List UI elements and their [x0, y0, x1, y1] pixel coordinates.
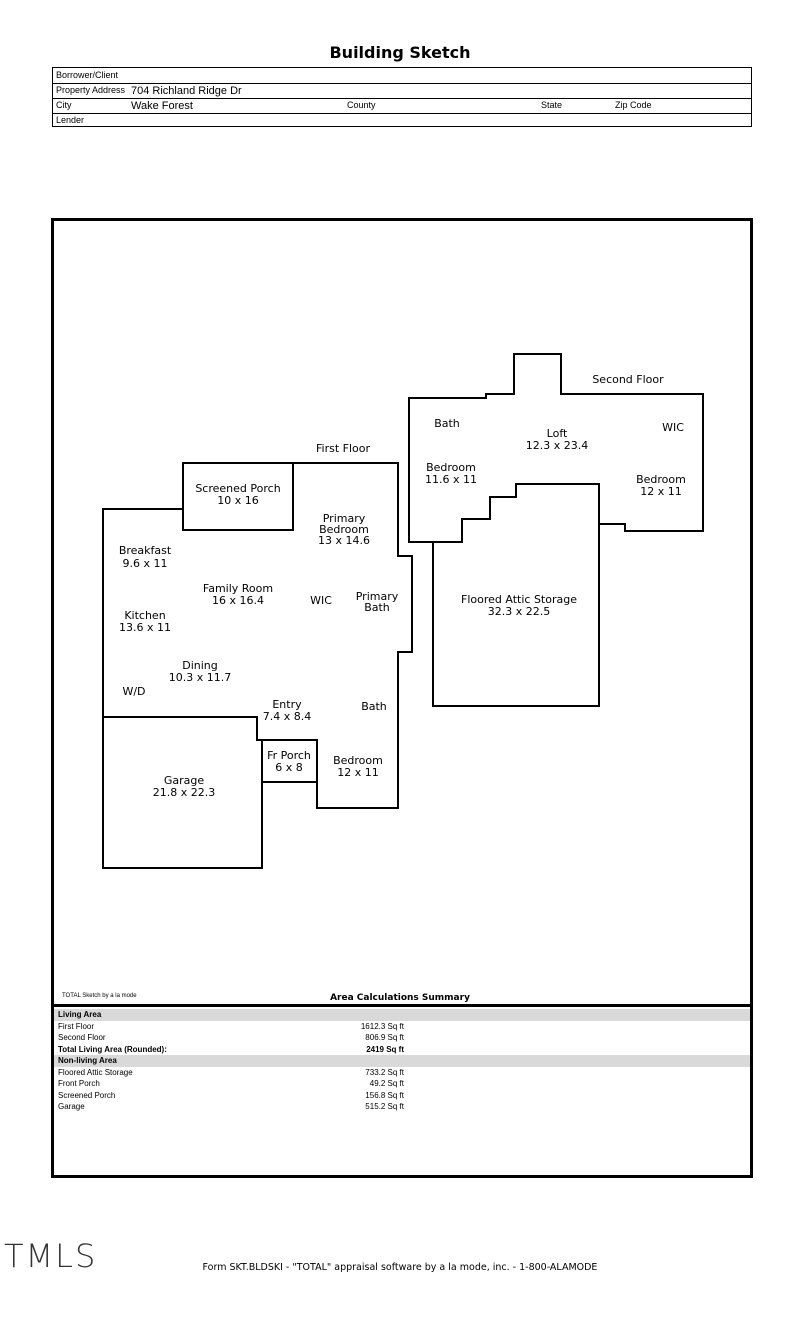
summary-label: Garage [58, 1102, 85, 1111]
summary-value: 733.2 Sq ft [365, 1067, 404, 1077]
room-name: Bath [361, 700, 387, 713]
second-floor-label: Second Floor [592, 373, 664, 386]
address-value: 704 Richland Ridge Dr [131, 85, 242, 97]
summary-label: Screened Porch [58, 1090, 116, 1100]
room-name: Primary [356, 590, 399, 603]
room-name: Screened Porch [195, 482, 280, 495]
room-name: Bath [434, 417, 460, 430]
first-floor-label: First Floor [316, 442, 370, 455]
room-dims: 7.4 x 8.4 [263, 710, 312, 723]
first-floor-outline [102, 462, 413, 869]
room-name: Bedroom [636, 473, 686, 486]
room-dims: 12 x 11 [640, 485, 682, 498]
city-label: City [56, 100, 72, 110]
address-label: Property Address [56, 85, 126, 95]
summary-row: Total Living Area (Rounded): 2419 Sq ft [54, 1044, 750, 1056]
lender-row: Lender [53, 113, 751, 128]
summary-label: Non-living Area [58, 1056, 117, 1065]
screened-porch-outline [182, 462, 294, 531]
summary-row: Non-living Area [54, 1055, 750, 1067]
room-dims: 13 x 14.6 [318, 534, 370, 547]
summary-row: Screened Porch 156.8 Sq ft [54, 1090, 750, 1102]
room-dims: 13.6 x 11 [119, 621, 171, 634]
summary-value: 1612.3 Sq ft [360, 1021, 404, 1031]
room-name: Dining [182, 659, 218, 672]
borrower-label: Borrower/Client [56, 70, 119, 80]
summary-value: 49.2 Sq ft [369, 1079, 404, 1088]
room-name: Bedroom [319, 523, 369, 536]
room-name: W/D [122, 685, 145, 698]
room-name: Bath [364, 601, 390, 614]
summary-value: 806.9 Sq ft [365, 1033, 404, 1042]
page-title: Building Sketch [329, 43, 471, 62]
room-name: Bedroom [333, 754, 383, 767]
room-name: Garage [164, 774, 205, 787]
room-name: Bedroom [426, 461, 476, 474]
room-name: WIC [310, 594, 332, 607]
attic-storage-outline [432, 524, 600, 707]
summary-label: Living Area [58, 1010, 102, 1019]
property-info-box: Borrower/Client Property Address 704 Ric… [52, 67, 752, 127]
zip-label: Zip Code [615, 100, 652, 110]
garage-outline [103, 716, 263, 868]
summary-row: Garage 515.2 Sq ft [54, 1101, 750, 1113]
room-dims: 10 x 16 [217, 494, 259, 507]
room-name: Family Room [203, 582, 273, 595]
room-dims: 12.3 x 23.4 [526, 439, 589, 452]
room-name: Floored Attic Storage [461, 593, 577, 606]
sketch-frame [51, 218, 753, 1178]
second-floor-outline [408, 353, 704, 543]
summary-divider [51, 1004, 753, 1007]
summary-label: Second Floor [58, 1033, 106, 1042]
summary-row: Floored Attic Storage 733.2 Sq ft [54, 1067, 750, 1079]
summary-row: First Floor 1612.3 Sq ft [54, 1021, 750, 1033]
form-footer: Form SKT.BLDSKI - "TOTAL" appraisal soft… [202, 1262, 598, 1273]
room-dims: 21.8 x 22.3 [153, 786, 216, 799]
room-dims: 16 x 16.4 [212, 594, 264, 607]
room-dims: 12 x 11 [337, 766, 379, 779]
summary-label: First Floor [58, 1021, 94, 1031]
summary-row: Second Floor 806.9 Sq ft [54, 1032, 750, 1044]
sketch-credit: TOTAL Sketch by a la mode [62, 993, 137, 999]
lender-label: Lender [56, 115, 85, 125]
room-name: Kitchen [124, 609, 165, 622]
room-dims: 6 x 8 [275, 761, 303, 774]
room-name: Entry [272, 698, 302, 711]
summary-value: 156.8 Sq ft [365, 1090, 404, 1100]
front-porch-outline [262, 739, 318, 782]
summary-value: 2419 Sq ft [366, 1044, 404, 1054]
summary-label: Floored Attic Storage [58, 1067, 133, 1077]
room-name: Loft [547, 427, 568, 440]
room-dims: 32.3 x 22.5 [488, 605, 551, 618]
room-name: Primary [323, 512, 366, 525]
city-value: Wake Forest [131, 100, 193, 112]
room-dims: 10.3 x 11.7 [169, 671, 232, 684]
summary-value: 515.2 Sq ft [365, 1102, 404, 1111]
address-row: Property Address 704 Richland Ridge Dr [53, 83, 751, 99]
county-label: County [347, 100, 376, 110]
tmls-logo: TMLS [4, 1237, 98, 1275]
borrower-row: Borrower/Client [53, 68, 751, 84]
summary-label: Total Living Area (Rounded): [58, 1044, 167, 1054]
summary-row: Front Porch 49.2 Sq ft [54, 1078, 750, 1090]
state-label: State [541, 100, 563, 110]
room-name: Fr Porch [267, 749, 311, 762]
room-dims: 11.6 x 11 [425, 473, 477, 486]
room-name: Breakfast [119, 544, 172, 557]
room-name: WIC [662, 421, 684, 434]
city-row: City Wake Forest County State Zip Code [53, 98, 751, 114]
summary-title: Area Calculations Summary [330, 993, 470, 1003]
room-dims: 9.6 x 11 [123, 557, 168, 570]
area-summary-table: Living Area First Floor 1612.3 Sq ft Sec… [54, 1009, 750, 1113]
summary-label: Front Porch [58, 1079, 100, 1088]
summary-row: Living Area [54, 1009, 750, 1021]
